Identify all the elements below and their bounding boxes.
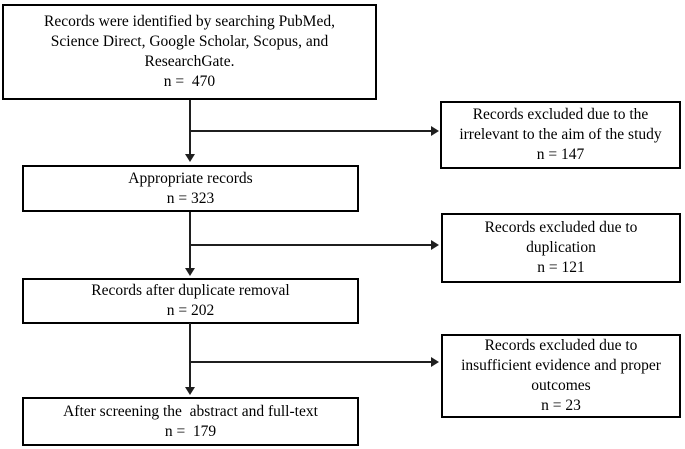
box-identification-text: Records were identified by searching Pub… bbox=[44, 13, 335, 90]
arrowhead-down-icon bbox=[185, 268, 195, 276]
arrow-line-duplicate-removal-to-screening bbox=[189, 323, 191, 387]
arrowhead-right-icon bbox=[431, 240, 439, 250]
box-excluded-irrelevant-text: Records excluded due to the irrelevant t… bbox=[459, 106, 662, 163]
box-identification: Records were identified by searching Pub… bbox=[2, 4, 377, 100]
arrowhead-right-icon bbox=[431, 357, 439, 367]
box-excluded-duplication-text: Records excluded due to duplication n = … bbox=[484, 219, 638, 276]
arrow-line-identification-to-appropriate bbox=[189, 100, 191, 154]
arrow-line-to-excluded-duplication bbox=[190, 244, 431, 246]
arrow-line-to-excluded-irrelevant bbox=[190, 130, 431, 132]
box-excluded-insufficient-evidence-text: Records excluded due to insufficient evi… bbox=[461, 337, 661, 414]
box-after-screening: After screening the abstract and full-te… bbox=[22, 397, 359, 446]
arrowhead-down-icon bbox=[185, 154, 195, 162]
box-records-after-duplicate-removal-text: Records after duplicate removal n = 202 bbox=[91, 282, 290, 319]
arrow-line-to-excluded-insufficient bbox=[190, 361, 431, 363]
arrow-line-appropriate-to-duplicate-removal bbox=[189, 212, 191, 268]
arrowhead-right-icon bbox=[431, 126, 439, 136]
box-excluded-duplication: Records excluded due to duplication n = … bbox=[441, 213, 681, 283]
box-appropriate-records: Appropriate records n = 323 bbox=[22, 165, 359, 212]
box-excluded-irrelevant: Records excluded due to the irrelevant t… bbox=[440, 101, 681, 169]
box-appropriate-records-text: Appropriate records n = 323 bbox=[128, 169, 253, 207]
box-excluded-insufficient-evidence: Records excluded due to insufficient evi… bbox=[441, 334, 681, 418]
box-after-screening-text: After screening the abstract and full-te… bbox=[63, 402, 318, 440]
box-records-after-duplicate-removal: Records after duplicate removal n = 202 bbox=[22, 278, 359, 324]
arrowhead-down-icon bbox=[185, 387, 195, 395]
